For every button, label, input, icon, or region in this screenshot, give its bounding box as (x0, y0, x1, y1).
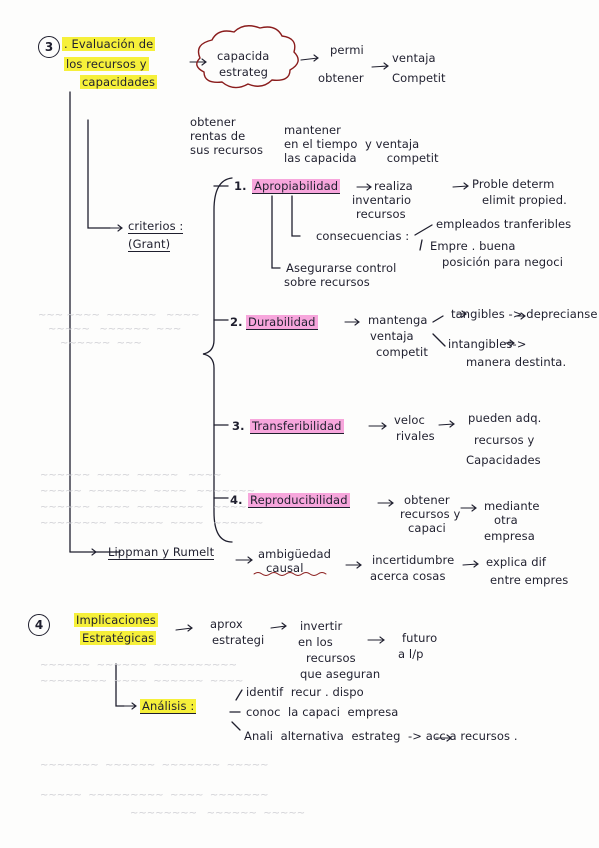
criterion-number: 3. (232, 419, 245, 433)
section-title-line: Estratégicas (80, 631, 157, 645)
note-text: acerca cosas (370, 569, 446, 583)
note-text: consecuencias : (316, 229, 410, 243)
note-text: incertidumbre (372, 553, 455, 567)
bleed-through-text: ~~~~~~ ~~~~~~ ~~~~~~~~~~ (40, 660, 238, 671)
bleed-through-text: ~~~~~ ~~~~~~~~~ ~~~~ ~~~~~~~ (40, 790, 269, 801)
note-text: obtener (404, 493, 450, 507)
note-text: que aseguran (300, 667, 381, 681)
bleed-through-text: ~~~~~~ ~~~~ ~~~~~~~~ ~~~~ (40, 502, 247, 513)
section-title-line: capacidades (80, 75, 158, 89)
note-text: futuro (402, 631, 438, 645)
note-text: explica dif (486, 555, 547, 569)
note-text: recursos y (400, 507, 461, 521)
note-text: en los (298, 635, 333, 649)
note-text: aprox (210, 617, 243, 631)
note-text: Asegurarse control (286, 261, 397, 275)
note-text: obtener (318, 71, 364, 85)
note-text: estrategi (212, 633, 265, 647)
criterios-source: (Grant) (128, 237, 171, 252)
bleed-through-text: ~~~~~~ ~~~~ ~~~~~ ~~~~ (40, 470, 222, 481)
note-text: empresa (484, 529, 535, 543)
note-text: competit (376, 345, 428, 359)
note-text: obtener (190, 115, 236, 129)
bleed-through-text: ~~~~~ ~~~~~~ ~~~ (48, 324, 182, 335)
note-text: capaci (408, 521, 446, 535)
note-text: las capacida competit (284, 151, 439, 165)
criterios-label: criterios : (128, 219, 184, 234)
note-text: recursos y (474, 433, 535, 447)
note-text: ventaja (370, 329, 414, 343)
lippman-label: Lippman y Rumelt (108, 545, 215, 560)
bleed-through-text: ~~~~~~~~ ~~~~~~ ~~~~ ~~~~~~ (40, 518, 264, 529)
bleed-through-text: ~~~~~~~ ~~~~~~ ~~~~~~~ ~~~~~ (40, 760, 269, 771)
bleed-through-text: ~~~~~~~~ ~~~~ ~~~~~~ ~~~~ (40, 676, 244, 687)
note-text: recursos (306, 651, 356, 665)
analisis-label: Análisis : (140, 699, 197, 714)
note-text: Capacidades (466, 453, 541, 467)
note-text: Anali alternativa estrateg -> acc a recu… (244, 729, 518, 743)
note-text: mantenga (368, 313, 428, 327)
note-text: posición para negoci (442, 255, 564, 269)
note-text: veloc (394, 413, 425, 427)
note-text: otra (494, 513, 518, 527)
note-text: rivales (396, 429, 435, 443)
note-text: identif recur . dispo (246, 685, 364, 699)
note-text: rentas de (190, 129, 246, 143)
note-text: mediante (484, 499, 540, 513)
criterion-title: Reproducibilidad (248, 493, 350, 508)
bleed-through-text: ~~~~~~ ~~~ (60, 338, 142, 349)
note-text: Proble determ (472, 177, 555, 191)
note-text: ambigüedad (258, 547, 332, 561)
note-text: realiza (374, 179, 413, 193)
note-text: mantener (284, 123, 342, 137)
note-text: permi (330, 43, 364, 57)
note-text: causal (266, 561, 304, 575)
criterion-title: Apropiabilidad (252, 179, 341, 194)
note-text: entre empres (490, 573, 569, 587)
section-title-line: . Evaluación de (62, 37, 156, 51)
note-text: sobre recursos (284, 275, 370, 289)
note-text: en el tiempo y ventaja (284, 137, 420, 151)
section-number: 4 (28, 614, 50, 636)
bleed-through-text: ~~~~~~~~ ~~~~~~ ~~~~~ (130, 808, 306, 819)
cloud-shape (196, 25, 299, 89)
note-text: inventario (352, 193, 412, 207)
criterion-number: 4. (230, 493, 243, 507)
note-text: Competit (392, 71, 446, 85)
note-text: pueden adq. (468, 411, 542, 425)
criterion-number: 1. (234, 179, 247, 193)
note-text: intangibles-> (448, 337, 527, 351)
note-text: sus recursos (190, 143, 264, 157)
note-text: ventaja (392, 51, 436, 65)
note-text: recursos (356, 207, 406, 221)
note-text: conoc la capaci empresa (246, 705, 399, 719)
criterion-number: 2. (230, 315, 243, 329)
criterion-title: Transferibilidad (250, 419, 344, 434)
cloud-text: capacida (217, 49, 270, 63)
section-number: 3 (38, 36, 60, 58)
note-text: manera destinta. (466, 355, 567, 369)
cloud-text: estrateg (219, 65, 269, 79)
note-text: a l/p (398, 647, 424, 661)
note-text: tangibles -> deprecianse (451, 307, 598, 321)
note-text: Empre . buena (430, 239, 516, 253)
section-title-line: los recursos y (64, 57, 149, 71)
bleed-through-text: ~~~~~ ~~~~~~~ ~~~~ ~~~~~~~ (40, 486, 255, 497)
bleed-through-text: ~~~ ~~~~ ~~~~~~ ~~~~ (38, 310, 200, 321)
note-text: empleados tranferibles (436, 217, 572, 231)
section-title-line: Implicaciones (74, 613, 158, 627)
note-text: elimit propied. (482, 193, 567, 207)
criterion-title: Durabilidad (246, 315, 318, 330)
note-text: invertir (300, 619, 343, 633)
